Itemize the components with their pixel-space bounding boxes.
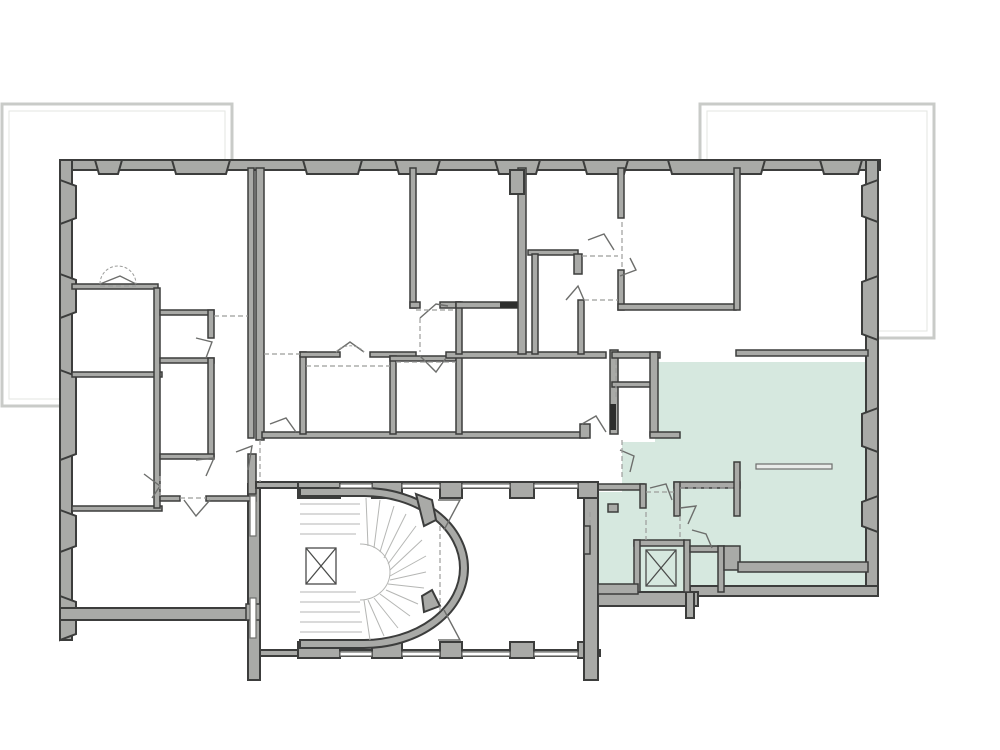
stair-hall (255, 481, 599, 649)
stair-icon (300, 497, 427, 641)
door-opening-lines (100, 222, 734, 540)
elevator-icon (305, 547, 337, 585)
interior-walls (71, 167, 869, 621)
kitchen-island (755, 463, 833, 470)
elevator-icon (645, 549, 677, 587)
window-icon (249, 483, 579, 657)
